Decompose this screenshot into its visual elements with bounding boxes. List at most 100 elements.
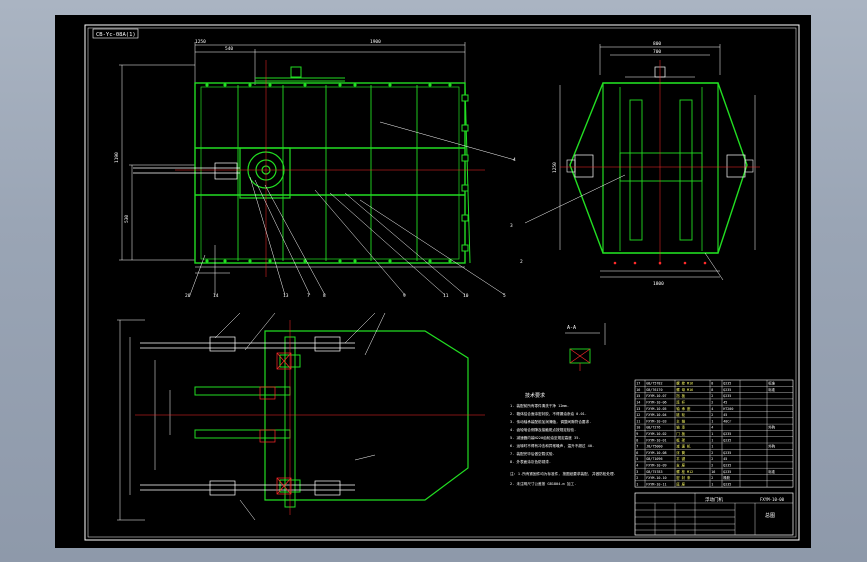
bom-cell: 支 座 [676, 463, 685, 468]
bom-cell: 底 座 [676, 481, 685, 486]
bom-cell: 框 架 [676, 437, 685, 442]
part-no-3: 3 [510, 223, 513, 229]
part-no-4: 4 [513, 157, 516, 163]
bom-cell: Q235 [723, 432, 731, 436]
bom-cell: 外购 [768, 425, 775, 430]
dim-left-1: 1190 [114, 152, 120, 163]
bom-cell: 链 轮 [676, 412, 685, 417]
bom-cell: 主 轴 [676, 418, 685, 423]
bom-cell: 45 [723, 401, 727, 405]
bom-cell: 13 [636, 407, 640, 411]
bom-cell: 8 [711, 388, 713, 392]
side-dim-1: 800 [653, 41, 661, 47]
bom-cell: 3 [636, 470, 638, 474]
bom-cell: 45 [723, 457, 727, 461]
bom-cell: 1 [711, 419, 713, 423]
bom-cell: 密 封 条 [676, 475, 691, 480]
bom-cell: 2 [636, 476, 638, 480]
bom-cell: FXYM-10-03 [646, 419, 666, 423]
title-tag: CB-Yc-08A(1) [96, 32, 136, 38]
bom-cell: 1 [636, 482, 638, 486]
bom-cell: Q235 [723, 451, 731, 455]
title-block: 浮动门机 FXYM-10-00 总图 [634, 492, 794, 536]
side-dim-4: 1800 [653, 281, 664, 287]
bom-cell: FXYM-10-04 [646, 413, 666, 417]
bom-cell: 4 [636, 464, 638, 468]
bom-cell: 10 [636, 426, 640, 430]
note-4: 4. 齿轮啮合侧隙及接触斑点按规定检验. [510, 427, 576, 432]
bom-cell: 减 速 机 [676, 444, 691, 449]
bom-cell: FXYM-10-09 [646, 464, 666, 468]
bom-cell: 门 板 [676, 431, 685, 436]
bom-cell: 浮 筒 [676, 450, 685, 455]
bom-cell: 2 [711, 413, 713, 417]
bom-cell: JB/T5000 [646, 445, 662, 449]
bom-cell: 螺 栓 M16 [676, 381, 693, 386]
bom-cell: 轴 承 座 [676, 406, 691, 411]
side-dim-2: 700 [653, 49, 661, 55]
bom-cell: 外购 [768, 444, 775, 449]
part-no-8: 8 [323, 293, 326, 299]
bom-cell: FXYM-10-05 [646, 407, 666, 411]
bom-cell: 8 [636, 438, 638, 442]
bom-cell: FXYM-10-11 [646, 482, 666, 486]
inner-frame [87, 27, 797, 538]
bom-cell: 2 [711, 394, 713, 398]
dim-top-1: 1250 [195, 39, 206, 45]
cad-drawing: CB-Yc-08A(1) 1250 540 1900 1190 530 [84, 24, 800, 541]
notes-header: 技术要求 [525, 392, 545, 399]
bom-cell: 标准 [768, 469, 775, 474]
bom-cell: 9 [636, 432, 638, 436]
title-sheet: 总图 [765, 512, 775, 519]
bom-cell: GB/T276 [646, 426, 660, 430]
bom-frame [634, 379, 794, 488]
part-no-11: 11 [443, 293, 449, 299]
bom-cell: 2 [711, 464, 713, 468]
bom-cell: GB/T5782 [646, 382, 662, 386]
note-7: 7. 装配完毕后做空载试验. [510, 451, 555, 456]
note-2: 2. 箱体结合面涂密封胶，不得漏油渗油 0.01. [510, 411, 587, 416]
part-no-2: 2 [520, 259, 523, 265]
note-extra-1: 注: 1.所有紧固件均为标准件, 按图纸要求装配, 并做防松处理. [510, 471, 616, 476]
bom-cell: GB/T6170 [646, 388, 662, 392]
bom-cell: 4 [711, 407, 713, 411]
bom-cell: 14 [636, 401, 640, 405]
title-drawing-no: FXYM-10-00 [760, 497, 785, 502]
bom-cell: 1 [711, 482, 713, 486]
bom-cell: 17 [636, 382, 640, 386]
part-no-7: 7 [307, 293, 310, 299]
bom-cell: 16 [636, 388, 640, 392]
title-tag-box [92, 28, 139, 39]
part-no-5: 5 [503, 293, 506, 299]
note-5: 5. 减速器内装N220齿轮油至规定高度 35. [510, 435, 581, 440]
part-no-20: 20 [185, 293, 191, 299]
bom-cell: FXYM-10-10 [646, 476, 666, 480]
part-no-14: 14 [213, 293, 219, 299]
bom-cell: 连 杆 [676, 400, 685, 405]
bom-cell: 12 [636, 413, 640, 417]
bom-cell: 5 [636, 457, 638, 461]
bom-cell: 7 [636, 445, 638, 449]
side-view: 800 700 1250 1800 [524, 41, 760, 287]
bom-cell: 2 [711, 476, 713, 480]
bom-cell: 1 [711, 445, 713, 449]
bom-cell: Q235 [723, 482, 731, 486]
note-6: 6. 运转时不得有冲击和异常噪声, 温升不超过 40. [510, 443, 594, 448]
bom-cell: Q235 [723, 382, 731, 386]
section-detail: A-A [565, 323, 606, 371]
bom-cell: 2 [711, 451, 713, 455]
bom-cell: 螺 母 M16 [676, 387, 693, 392]
bom-cell: 螺 栓 M12 [676, 469, 693, 474]
note-3: 3. 传动轴承装配前加润滑脂, 调整间隙符合要求. [510, 419, 591, 424]
bom-cell: 挡 板 [676, 393, 685, 398]
bom-cell: Q235 [723, 394, 731, 398]
bom-cell: HT200 [723, 407, 733, 411]
front-view: 1250 540 1900 1190 530 [114, 39, 523, 299]
bom-cell: FXYM-10-02 [646, 432, 666, 436]
section-label: A-A [567, 325, 576, 331]
dim-top-3: 1900 [370, 39, 381, 45]
note-extra-2: 2. 未注明尺寸公差按 GB1804-m 加工. [510, 481, 576, 486]
part-no-10: 10 [463, 293, 469, 299]
